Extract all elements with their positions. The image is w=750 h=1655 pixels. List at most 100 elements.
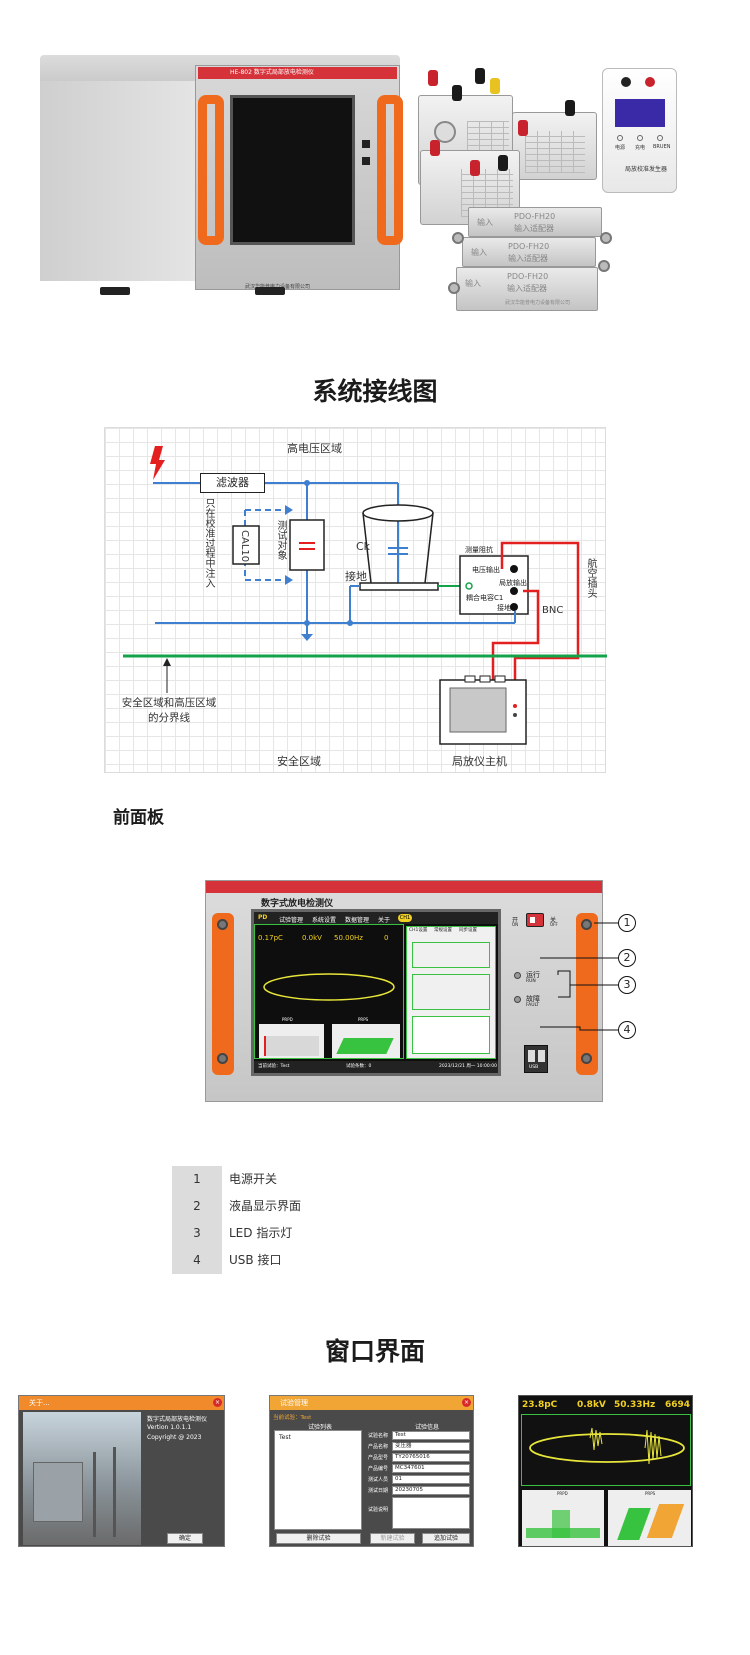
run-en: RUN bbox=[526, 979, 536, 984]
lcd-prps-plot bbox=[332, 1024, 400, 1058]
scope-prpd-plot bbox=[522, 1490, 604, 1546]
test-name-field[interactable]: Test bbox=[392, 1431, 470, 1440]
run-label: 运行 bbox=[526, 971, 540, 979]
wiring-lines bbox=[123, 446, 607, 745]
lcd-settings-tab-2: 同步设置 bbox=[459, 928, 477, 933]
foot bbox=[100, 287, 130, 295]
legend-text: USB 接口 bbox=[229, 1253, 282, 1267]
wiring-diagram: 高电压区域 滤波器 只在校准过程中注入 CAL10 测试对象 Ck 接地 测量阻… bbox=[104, 427, 607, 773]
impedance-adapter bbox=[512, 112, 597, 180]
lcd-prps-label: PRPS bbox=[358, 1017, 369, 1022]
run-led bbox=[514, 972, 521, 979]
scope-prps-plot bbox=[608, 1490, 691, 1546]
tester-field[interactable]: 01 bbox=[392, 1475, 470, 1484]
pdo-adapter: PDO-FH20 输入适配器 输入 bbox=[462, 237, 596, 267]
power-off-label: 关 bbox=[550, 917, 557, 924]
legend-num: 3 bbox=[172, 1220, 222, 1247]
instrument-red-strip bbox=[198, 67, 397, 79]
close-icon[interactable]: × bbox=[462, 1398, 471, 1407]
manage-window: 试验管理 × 当前试验：Test 试验列表 试验信息 Test 删除试验 试验名… bbox=[269, 1395, 474, 1547]
bnc-label: BNC bbox=[542, 605, 564, 616]
ch1-button: CH1 bbox=[398, 914, 412, 922]
manage-title: 试验管理 bbox=[270, 1396, 473, 1410]
lcd-settings-tab-0: CH1设置 bbox=[409, 928, 428, 933]
bnc-connector bbox=[448, 282, 460, 294]
lcd-status-right: 2023/12/21 周一 10:00:00 bbox=[439, 1064, 498, 1069]
scope-prps-label: PRPS bbox=[645, 1491, 656, 1496]
power-switch[interactable] bbox=[526, 913, 544, 927]
test-list[interactable]: Test bbox=[274, 1430, 362, 1530]
lcd-tab-0: 试验管理 bbox=[279, 917, 304, 924]
screw bbox=[217, 919, 228, 930]
screw bbox=[581, 919, 592, 930]
terminal-post bbox=[430, 140, 440, 156]
lcd-status-mid: 试验条数：0 bbox=[346, 1064, 372, 1069]
manage-info-title: 试验信息 bbox=[415, 1424, 440, 1431]
legend-row: 2 液晶显示界面 bbox=[172, 1193, 372, 1220]
terminal-post bbox=[565, 100, 575, 116]
high-voltage-area-label: 高电压区域 bbox=[287, 442, 342, 455]
calibrator-screen bbox=[615, 99, 665, 127]
manage-list-title: 试验列表 bbox=[308, 1424, 333, 1431]
instrument-screen bbox=[230, 95, 355, 245]
pd-out-label: 局放输出 bbox=[499, 579, 527, 587]
instrument-side bbox=[40, 81, 210, 281]
fault-en: FAULT bbox=[526, 1003, 540, 1008]
ground-label: 接地 bbox=[345, 570, 367, 583]
about-window: 关于... × 数字式局部放电检测仪 Vertion 1.0.1.1 Copyr… bbox=[18, 1395, 225, 1547]
impedance-title: 测量阻抗 bbox=[465, 546, 493, 554]
host-label: 局放仪主机 bbox=[452, 755, 507, 768]
scope-waveform bbox=[529, 1427, 685, 1465]
voltage-out-label: 电压输出 bbox=[472, 566, 500, 574]
ck-label: Ck bbox=[356, 540, 371, 553]
power-on-label: 开 bbox=[512, 917, 519, 924]
lcd-status-left: 当前试验：Test bbox=[258, 1064, 290, 1069]
test-date-field[interactable]: 20230705 bbox=[392, 1486, 470, 1495]
cal10-label: CAL10 bbox=[239, 530, 250, 563]
lcd-plot-area bbox=[254, 924, 404, 1059]
scope-plot bbox=[521, 1414, 691, 1486]
panel-title: 数字式放电检测仪 bbox=[261, 899, 334, 909]
terminal-post bbox=[475, 68, 485, 84]
product-model-field[interactable]: TY20765016 bbox=[392, 1453, 470, 1462]
scope-window: 23.8pC 0.8kV 50.33Hz 6694 PRPD PRPS bbox=[518, 1395, 693, 1547]
callout-1: 1 bbox=[618, 914, 636, 932]
bnc-connector bbox=[452, 232, 464, 244]
legend-text: 电源开关 bbox=[229, 1172, 278, 1186]
pd-logo: PD bbox=[258, 914, 268, 921]
scope-hz: 50.33Hz bbox=[614, 1400, 656, 1410]
callout-lines bbox=[540, 922, 618, 1031]
bnc-connector bbox=[598, 260, 610, 272]
manage-current: 当前试验：Test bbox=[273, 1415, 312, 1421]
about-copyright: Copyright @ 2023 bbox=[147, 1434, 202, 1441]
add-test-button[interactable]: 追加试验 bbox=[422, 1533, 470, 1544]
product-name-field[interactable]: 变压器 bbox=[392, 1442, 470, 1451]
new-test-button[interactable]: 新建试验 bbox=[370, 1533, 415, 1544]
right-handle bbox=[377, 95, 403, 245]
calibrator-box: 电源 充电 BRUEN 局放校准发生器 bbox=[602, 68, 677, 193]
lcd-ellipse bbox=[263, 973, 395, 1001]
about-version: Vertion 1.0.1.1 bbox=[147, 1424, 192, 1431]
test-list-item[interactable]: Test bbox=[279, 1434, 291, 1441]
lcd-count: 0 bbox=[384, 934, 389, 942]
lcd-settings-tab-1: 常规设置 bbox=[434, 928, 452, 933]
legend-num: 4 bbox=[172, 1247, 222, 1274]
test-notes-field[interactable] bbox=[392, 1497, 470, 1529]
instrument-photo: HE-802 数字式局部放电检测仪 武汉华能普电力设备有限公司 bbox=[40, 55, 410, 295]
inject-note: 只在校准过程中注入 bbox=[203, 498, 214, 588]
coupling-label: 耦合电容C1 bbox=[466, 594, 504, 602]
pdo-adapter: PDO-FH20 输入适配器 输入 武汉华能普电力设备有限公司 bbox=[456, 267, 598, 311]
about-product-name: 数字式局部放电检测仪 bbox=[147, 1416, 208, 1423]
callout-4: 4 bbox=[618, 1021, 636, 1039]
foot bbox=[255, 287, 285, 295]
lcd-screen: PD 试验管理 系统设置 数据管理 关于 CH1 0.17pC 0.0kV 50… bbox=[251, 909, 501, 1076]
ok-button[interactable]: 确定 bbox=[167, 1533, 203, 1544]
delete-test-button[interactable]: 删除试验 bbox=[276, 1533, 361, 1544]
panel-right-handle bbox=[576, 913, 598, 1075]
usb-port[interactable]: USB bbox=[524, 1045, 548, 1073]
callout-3: 3 bbox=[618, 976, 636, 994]
terminal-post bbox=[490, 78, 500, 94]
scope-count: 6694 bbox=[665, 1400, 691, 1410]
close-icon[interactable]: × bbox=[213, 1398, 222, 1407]
product-number-field[interactable]: MC347601 bbox=[392, 1464, 470, 1473]
